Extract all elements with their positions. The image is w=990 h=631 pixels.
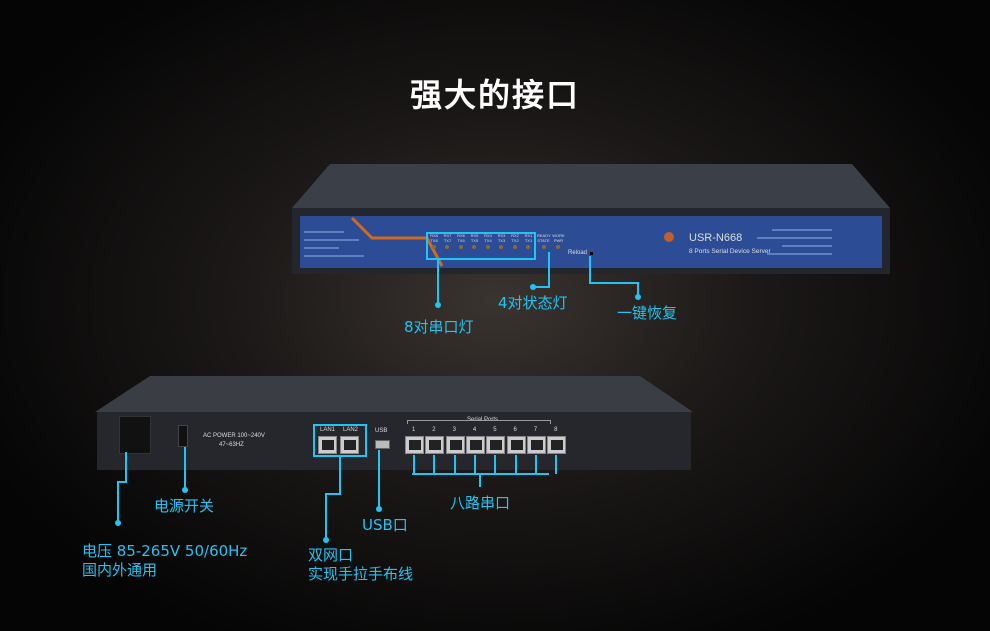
callout-reset: 一键恢复 — [617, 304, 678, 322]
led — [542, 245, 546, 249]
led-label: RX3 TX3 — [497, 233, 506, 243]
led — [499, 245, 503, 249]
callout-line — [514, 455, 517, 474]
status-label: READY STATE — [537, 233, 551, 243]
serial-port-number: 5 — [493, 427, 497, 433]
lan1-label: LAN1 — [320, 427, 336, 433]
serial-port[interactable] — [526, 436, 546, 454]
callout-usb: USB口 — [362, 516, 408, 534]
serial-port[interactable] — [445, 436, 465, 454]
callout-line — [453, 455, 456, 474]
led-label: RX8 TX8 — [430, 233, 438, 243]
led-label: RX7 TX7 — [443, 233, 452, 243]
device-rear-body — [95, 376, 693, 470]
device-front: USR-N668 8 Ports Serial Device Server Re… — [292, 162, 890, 282]
serial-port[interactable] — [547, 436, 567, 454]
callout-line — [494, 455, 497, 474]
led — [556, 245, 560, 249]
serial-port[interactable] — [486, 436, 506, 454]
serial-port[interactable] — [506, 436, 526, 454]
callout-status-leds: 4对状态灯 — [498, 294, 568, 312]
lan-box — [313, 424, 367, 457]
callout-voltage-note: 国内外通用 — [82, 561, 158, 579]
led — [432, 245, 436, 249]
serial-port-number: 4 — [472, 427, 477, 433]
callout-serial: 八路串口 — [450, 494, 511, 512]
serial-port-number: 2 — [432, 427, 436, 433]
callout-lan-note: 实现手拉手布线 — [308, 565, 414, 583]
serial-led-box — [426, 232, 536, 260]
reload-button[interactable] — [590, 252, 593, 255]
serial-port[interactable] — [465, 436, 485, 454]
callout-lan: 双网口 — [308, 546, 354, 564]
led-label: RX6 TX6 — [457, 233, 465, 243]
led-label: RX2 TX2 — [511, 233, 519, 243]
serial-port-number: 6 — [513, 427, 517, 433]
led — [513, 245, 517, 249]
lan2-label: LAN2 — [343, 427, 359, 433]
page-title: 强大的接口 — [409, 76, 580, 114]
device-rear: AC POWER 100~240V 47~63HZ LAN1 LAN2 USB … — [95, 376, 693, 472]
led-label: RX4 TX4 — [484, 233, 492, 243]
ac-power-label: AC POWER 100~240V — [203, 433, 265, 439]
power-socket[interactable] — [119, 416, 151, 454]
led — [459, 245, 463, 249]
serial-port[interactable] — [405, 436, 424, 454]
usb-port[interactable] — [375, 440, 390, 449]
callout-line — [555, 455, 558, 474]
led — [526, 245, 530, 249]
callout-voltage: 电压 85-265V 50/60Hz — [82, 542, 248, 560]
callout-line — [433, 455, 436, 474]
led-label: RX1 TX1 — [524, 233, 533, 243]
led — [445, 245, 449, 249]
serial-port-number: 3 — [452, 427, 456, 433]
status-label: WORK PWR — [552, 233, 565, 243]
led — [472, 245, 476, 249]
callout-serial-leds: 8对串口灯 — [404, 318, 474, 336]
model-label: USR-N668 — [689, 232, 743, 244]
usb-label: USB — [375, 428, 388, 434]
reload-label: Reload — [568, 250, 588, 256]
serial-port-number: 8 — [554, 427, 558, 433]
logo-icon — [664, 232, 674, 242]
lan1-port[interactable] — [318, 436, 337, 454]
serial-port[interactable] — [425, 436, 445, 454]
serial-port-number: 7 — [533, 427, 538, 433]
callout-line — [534, 455, 537, 474]
lan2-port[interactable] — [340, 436, 359, 454]
freq-label: 47~63HZ — [219, 442, 244, 448]
callout-line — [413, 455, 415, 474]
led-label: RX5 TX5 — [470, 233, 479, 243]
callout-line — [473, 455, 476, 474]
device-front-body — [292, 164, 890, 274]
power-switch[interactable] — [178, 425, 188, 447]
callout-power-switch: 电源开关 — [154, 497, 215, 515]
model-subtitle: 8 Ports Serial Device Server — [689, 248, 771, 255]
serial-port-number: 1 — [412, 427, 416, 433]
led — [486, 245, 490, 249]
